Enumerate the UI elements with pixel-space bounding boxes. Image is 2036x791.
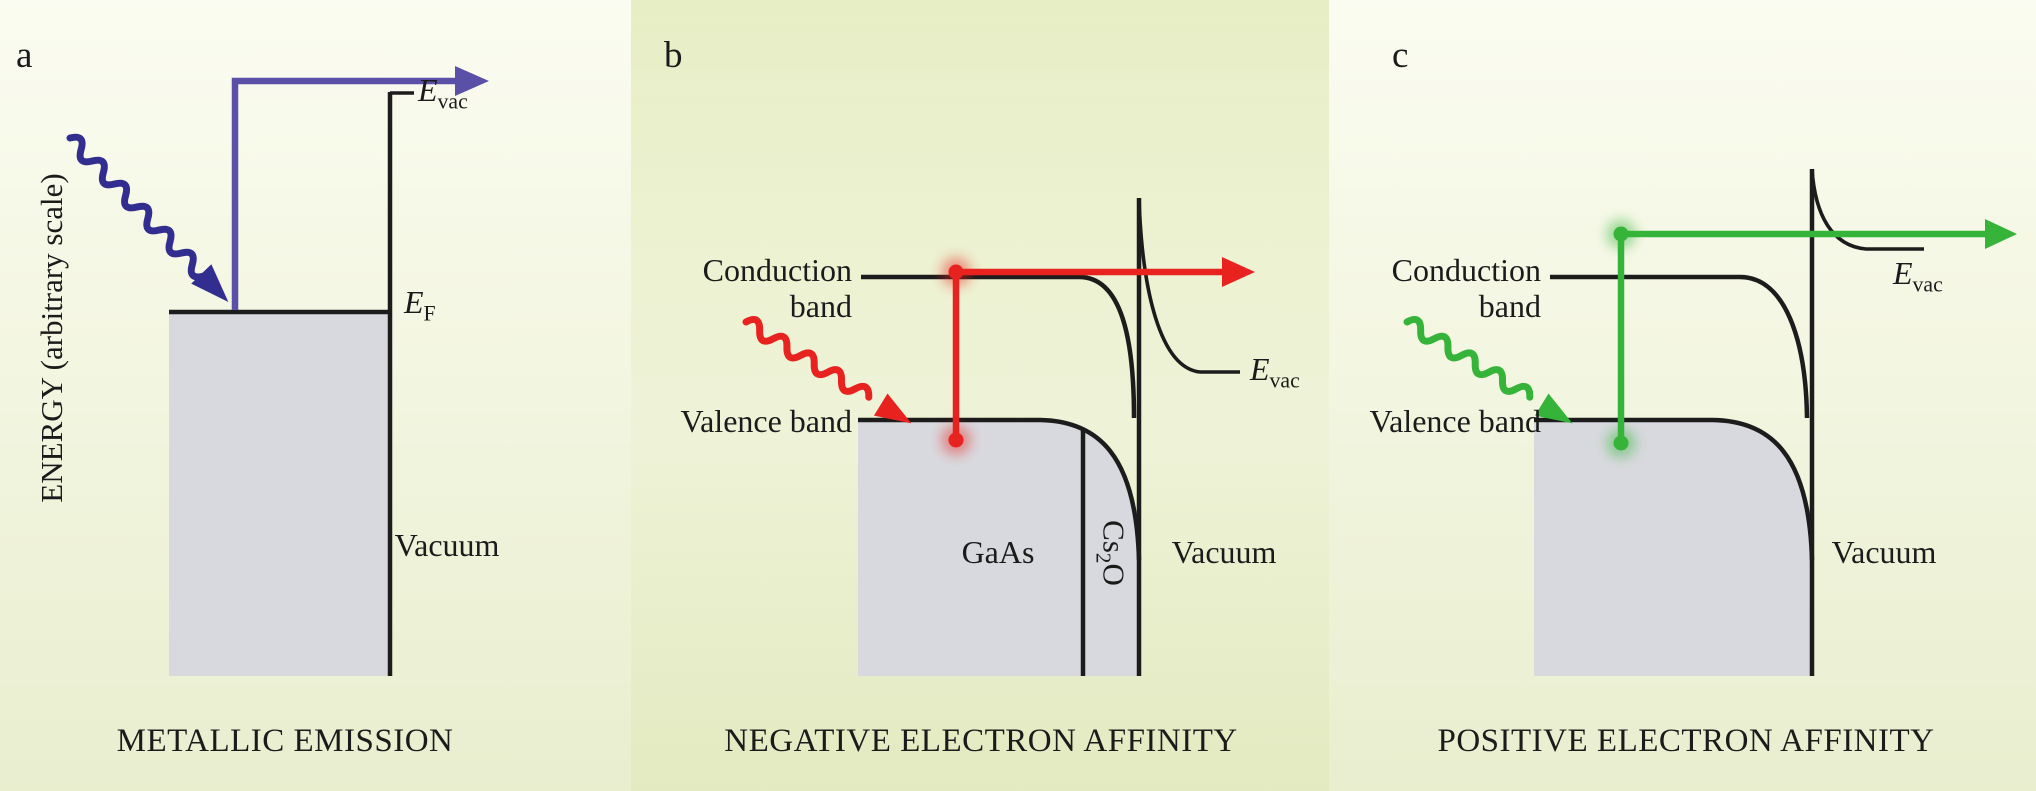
valence-band-label-b: Valence band [680,403,852,439]
hole-dot-b [948,432,964,448]
panel-b-diagram [742,197,1255,676]
panel-a-diagram [66,66,489,676]
electron-path-arrow-b [952,268,1222,440]
vacuum-label-b: Vacuum [1171,534,1277,571]
panel-c-letter: c [1392,35,1409,76]
evac-label-c: Evac [1893,255,1943,297]
photon-arrowhead-c [1534,393,1573,424]
metal-block [169,312,390,676]
gaas-cs2o-block [858,420,1139,676]
electron-dot-c [1613,226,1629,242]
photon-wave-c [1403,316,1534,401]
caption-a: METALLIC EMISSION [116,723,454,759]
valence-band-line-b [858,417,1142,561]
fermi-subscript-a: F [423,301,436,326]
evac-label-b: Evac [1250,351,1300,393]
evac-symbol-c: E [1893,255,1913,291]
cs2o-label: Cs2O [1090,520,1131,586]
caption-b: NEGATIVE ELECTRON AFFINITY [724,723,1238,759]
evac-curve-b [1137,197,1240,374]
conduction-band-label-b: Conduction band [702,252,852,325]
caption-c: POSITIVE ELECTRON AFFINITY [1437,723,1935,759]
photoemission-arrowhead-a [455,66,489,96]
photon-arrow-a [66,133,229,303]
evac-subscript-b: vac [1269,368,1300,393]
evac-symbol-a: E [418,72,438,108]
photon-arrow-b [742,316,912,424]
energy-axis-label: ENERGY (arbitrary scale) [34,173,69,503]
hole-dot-c [1613,435,1629,451]
evac-subscript-c: vac [1912,272,1943,297]
valence-band-line-c [1534,417,1815,561]
evac-symbol-b: E [1250,351,1270,387]
valence-band-label-c: Valence band [1369,403,1541,439]
conduction-band-line-b [861,274,1137,419]
panel-c-diagram [1403,168,2017,676]
cs2o-pre: Cs [1096,520,1132,553]
vacuum-label-c: Vacuum [1831,534,1937,571]
cs2o-subscript: 2 [1091,552,1116,564]
fermi-label-a: EF [404,284,436,326]
electron-dot-b [948,264,964,280]
semiconductor-block-c [1534,420,1812,676]
evac-label-a: Evac [418,72,468,114]
panel-b-letter: b [664,35,683,76]
photon-wave-a [66,133,207,281]
photon-arrow-c [1403,316,1573,424]
electron-arrowhead-b [1222,257,1255,287]
photon-wave-b [742,316,873,401]
evac-curve-c [1810,168,1924,251]
cs2o-post: O [1096,563,1132,586]
photon-arrowhead-b [873,393,912,424]
evac-subscript-a: vac [437,89,468,114]
vacuum-label-a: Vacuum [394,527,500,564]
conduction-band-line-c [1550,274,1810,419]
panel-a-letter: a [16,35,33,76]
photoemission-arrow-a [231,77,455,310]
electron-arrowhead-c [1985,219,2017,249]
conduction-band-label-c: Conduction band [1391,252,1541,325]
gaas-label: GaAs [961,534,1035,571]
fermi-symbol-a: E [404,284,424,320]
photon-arrowhead-a [191,264,229,303]
